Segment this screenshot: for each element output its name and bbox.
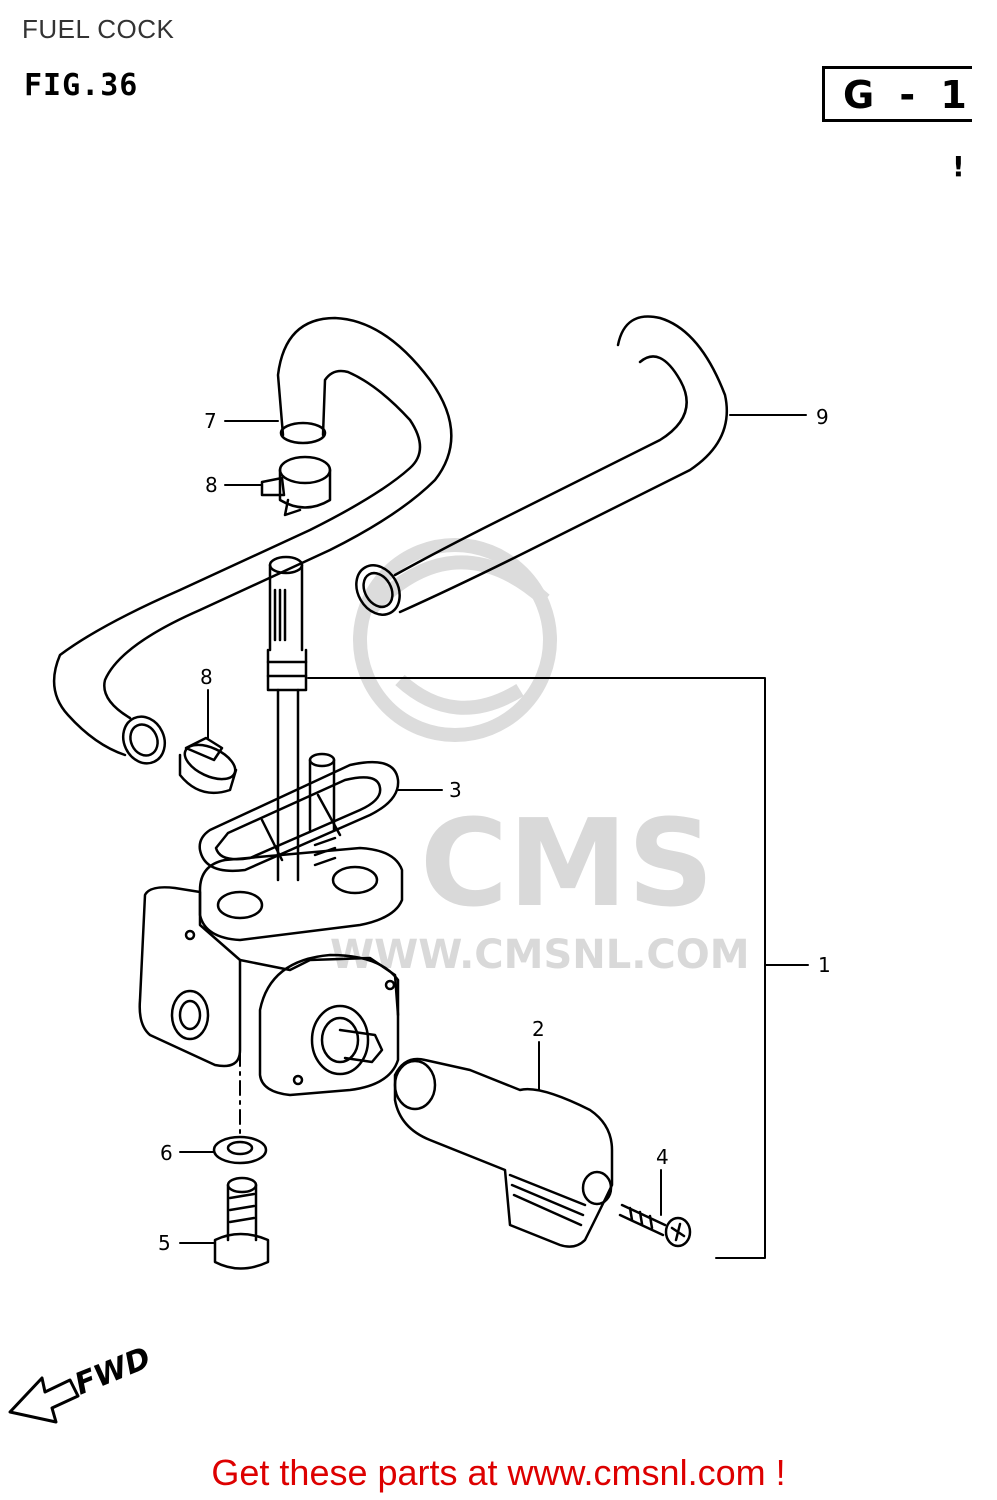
callout-6: 6 xyxy=(160,1141,173,1165)
figure-label: FIG.36 xyxy=(24,68,139,103)
fuel-hose-part-9 xyxy=(355,315,729,616)
drain-bolt-part-5 xyxy=(213,1176,270,1270)
gasket-part-3 xyxy=(198,760,400,873)
leader-lines xyxy=(179,414,809,1259)
fuel-cock-body xyxy=(138,846,404,1097)
get-parts-link[interactable]: Get these parts at www.cmsnl.com ! xyxy=(211,1452,786,1493)
watermark-brand: CMS xyxy=(420,795,714,934)
corner-mark: ! xyxy=(952,150,965,183)
watermark-url: WWW.CMSNL.COM xyxy=(330,932,750,978)
callout-5: 5 xyxy=(158,1231,171,1255)
reserve-tube xyxy=(308,752,337,867)
page-title: FUEL COCK xyxy=(22,14,175,44)
forward-label: FWD xyxy=(70,1341,156,1403)
screw-part-4 xyxy=(618,1203,692,1248)
watermark: CMS WWW.CMSNL.COM xyxy=(330,538,750,978)
callout-7: 7 xyxy=(204,409,217,433)
callout-2: 2 xyxy=(532,1017,545,1041)
callout-8-lower: 8 xyxy=(200,665,213,689)
group-code: G - 1 xyxy=(843,73,973,117)
fuel-pickup-tube xyxy=(266,555,308,882)
part-callouts: 1 2 3 4 5 6 7 8 8 9 xyxy=(158,405,831,1255)
washer-part-6 xyxy=(212,1135,268,1165)
callout-9: 9 xyxy=(816,405,829,429)
group-code-box: G - 1 xyxy=(822,66,972,122)
callout-3: 3 xyxy=(449,778,462,802)
forward-direction-indicator: FWD xyxy=(8,1341,156,1424)
hose-clamp-upper-part-8 xyxy=(260,455,332,517)
lever-part-2 xyxy=(393,1057,614,1248)
fuel-hose-part-7 xyxy=(52,316,453,765)
callout-4: 4 xyxy=(656,1145,669,1169)
callout-8-upper: 8 xyxy=(205,473,218,497)
callout-1: 1 xyxy=(818,953,831,977)
watermark-mascot xyxy=(353,538,557,742)
forward-arrow-icon xyxy=(8,1376,80,1424)
hose-clamp-lower-part-8 xyxy=(178,736,238,795)
